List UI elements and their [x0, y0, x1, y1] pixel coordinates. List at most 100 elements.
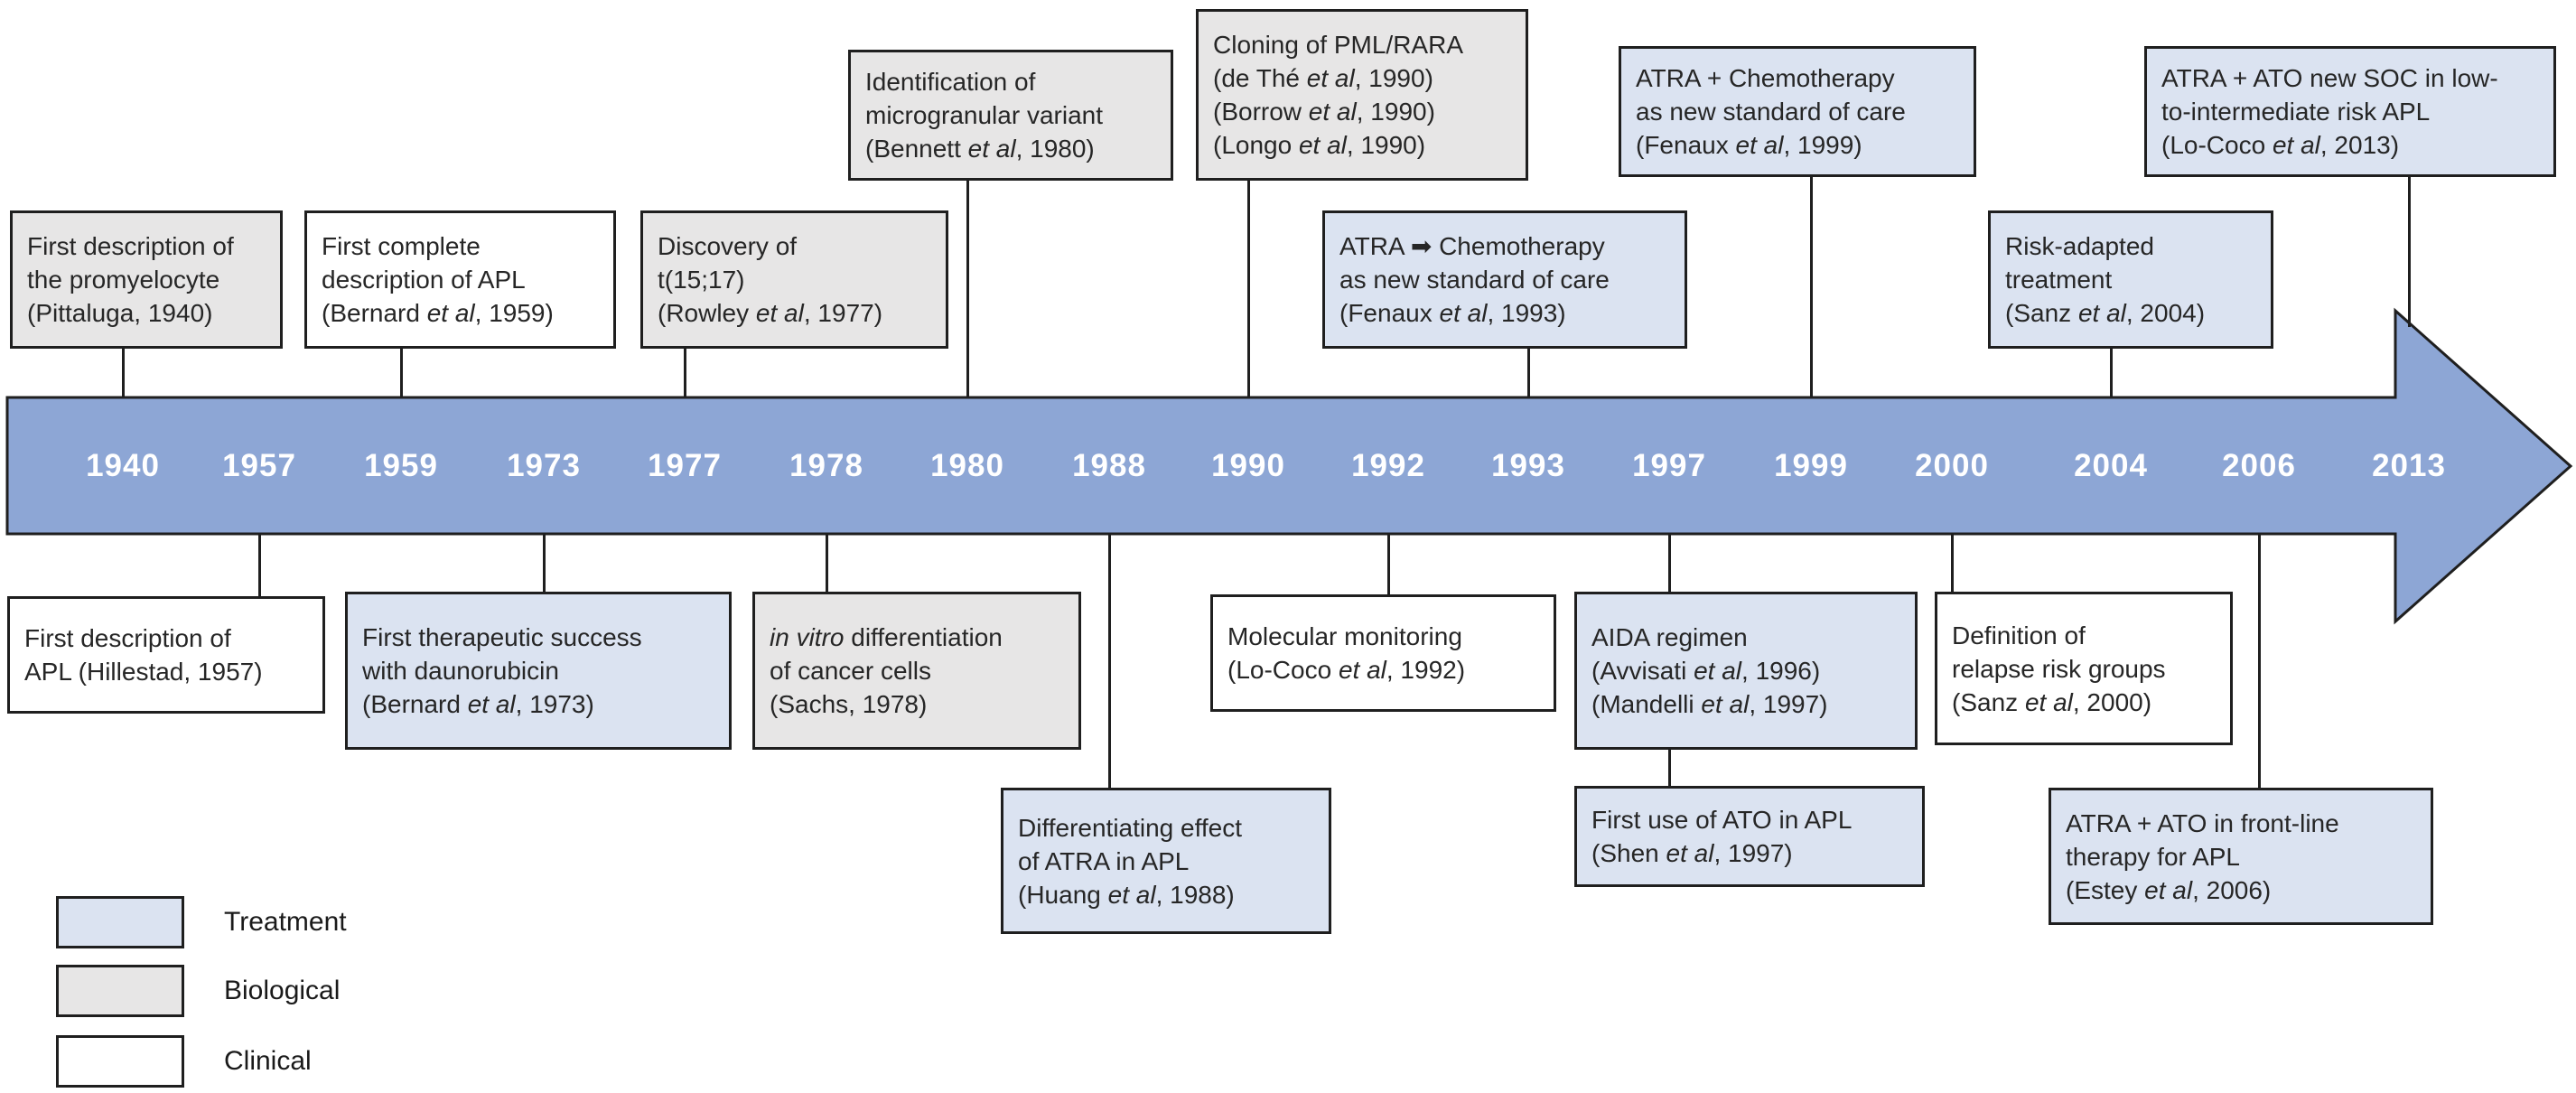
connector-fenaux-1993 [1527, 349, 1530, 397]
connector-hillestad-1957 [258, 534, 261, 596]
event-text-line: therapy for APL [2066, 842, 2241, 871]
legend-label-biological: Biological [224, 976, 341, 1005]
year-label-1957: 1957 [222, 448, 296, 483]
connector-lo-coco-2013 [2408, 177, 2411, 327]
event-text-line: (Lo-Coco et al, 1992) [1227, 656, 1466, 684]
event-text-line: with daunorubicin [362, 657, 559, 685]
year-label-1990: 1990 [1211, 448, 1285, 483]
event-text-line: (Longo et al, 1990) [1213, 131, 1426, 159]
connector-pittaluga-1940 [122, 349, 125, 397]
connector-huang-1988 [1108, 534, 1111, 788]
connector-cloning-pml-rara-1990 [1247, 181, 1250, 397]
connector-daunorubicin-1973 [543, 534, 546, 592]
event-sachs-1978: in vitro differentiation of cancer cells (… [752, 592, 1081, 750]
event-text-line: (Lo-Coco et al, 2013) [2161, 131, 2400, 159]
year-label-1973: 1973 [507, 448, 581, 483]
event-text-line: relapse risk groups [1952, 654, 2166, 683]
year-label-2000: 2000 [1915, 448, 1989, 483]
event-text-line: treatment [2005, 266, 2113, 294]
event-text-line: of ATRA in APL [1018, 846, 1190, 875]
connector-lo-coco-1992 [1387, 534, 1390, 594]
year-label-1997: 1997 [1632, 448, 1706, 483]
event-text-line: in vitro differentiation [770, 623, 1003, 651]
event-text-line: (Pittaluga, 1940) [27, 299, 213, 327]
event-text-line: First use of ATO in APL [1591, 806, 1853, 834]
legend-swatch-clinical [56, 1035, 184, 1088]
event-text-line: (Rowley et al, 1977) [658, 299, 883, 327]
connector-estey-2006 [2258, 534, 2261, 788]
event-text-line: Cloning of PML/RARA [1213, 31, 1464, 59]
event-text-line: First therapeutic success [362, 623, 642, 651]
event-text-line: Risk-adapted [2005, 232, 2154, 260]
event-text-line: to-intermediate risk APL [2161, 98, 2431, 126]
event-text-line: (Sachs, 1978) [770, 690, 928, 718]
event-text-line: (Sanz et al, 2004) [2005, 299, 2206, 327]
year-label-1999: 1999 [1774, 448, 1848, 483]
year-label-1940: 1940 [86, 448, 160, 483]
event-sanz-2004: Risk-adapted treatment (Sanz et al, 2004) [1988, 210, 2273, 349]
event-text-line: as new standard of care [1339, 266, 1610, 294]
event-text-line: (Sanz et al, 2000) [1952, 687, 2152, 716]
event-hillestad-1957: First description of APL (Hillestad, 1957… [7, 596, 325, 714]
event-text-line: (Fenaux et al, 1999) [1636, 131, 1862, 159]
event-aida-regimen: AIDA regimen (Avvisati et al, 1996) (Mande… [1574, 592, 1918, 750]
year-label-1978: 1978 [789, 448, 863, 483]
year-label-1977: 1977 [648, 448, 722, 483]
connector-sanz-2004 [2110, 349, 2113, 397]
event-text-line: First description of [24, 624, 231, 652]
event-text-line: (Estey et al, 2006) [2066, 875, 2272, 904]
legend-label-treatment: Treatment [224, 907, 347, 937]
year-label-2004: 2004 [2074, 448, 2148, 483]
year-label-1980: 1980 [930, 448, 1004, 483]
event-text-line: Identification of [865, 68, 1036, 96]
connector-sachs-1978 [826, 534, 828, 592]
connector-bennett-1980 [966, 181, 969, 397]
connector-shen-1997 [1668, 750, 1671, 786]
event-text-line: (Bernard et al, 1973) [362, 690, 594, 718]
event-text-line: description of APL [322, 266, 526, 294]
event-text-line: ATRA + ATO in front-line [2066, 808, 2339, 837]
event-lo-coco-2013: ATRA + ATO new SOC in low-to-intermediat… [2144, 46, 2556, 177]
event-estey-2006: ATRA + ATO in front-line therapy for APL (… [2049, 788, 2433, 925]
year-label-1993: 1993 [1491, 448, 1565, 483]
event-text-line: of cancer cells [770, 657, 931, 685]
event-text-line: (de Thé et al, 1990) [1213, 64, 1433, 92]
event-text-line: AIDA regimen [1591, 623, 1748, 651]
connector-sanz-2000 [1951, 534, 1954, 592]
event-text-line: APL (Hillestad, 1957) [24, 658, 263, 686]
connector-aida-regimen [1668, 534, 1671, 592]
legend-swatch-biological [56, 965, 184, 1017]
event-text-line: (Mandelli et al, 1997) [1591, 690, 1828, 718]
event-text-line: ATRA + ATO new SOC in low- [2161, 64, 2498, 92]
event-daunorubicin-1973: First therapeutic success with daunorubic… [345, 592, 732, 750]
event-text-line: Differentiating effect [1018, 813, 1243, 842]
year-label-2006: 2006 [2222, 448, 2296, 483]
event-text-line: (Fenaux et al, 1993) [1339, 299, 1566, 327]
year-label-2013: 2013 [2372, 448, 2446, 483]
year-label-1988: 1988 [1072, 448, 1146, 483]
event-text-line: (Borrow et al, 1990) [1213, 98, 1435, 126]
legend-label-clinical: Clinical [224, 1046, 312, 1076]
event-text-line: (Avvisati et al, 1996) [1591, 657, 1821, 685]
event-text-line: (Shen et al, 1997) [1591, 839, 1793, 867]
year-label-1959: 1959 [364, 448, 438, 483]
event-text-line: First complete [322, 232, 481, 260]
legend-swatch-treatment [56, 896, 184, 948]
event-lo-coco-1992: Molecular monitoring(Lo-Coco et al, 1992… [1210, 594, 1556, 712]
connector-rowley-1977 [684, 349, 686, 397]
year-label-1992: 1992 [1351, 448, 1425, 483]
event-text-line: Definition of [1952, 621, 2086, 649]
event-text-line: ATRA + Chemotherapy [1636, 64, 1895, 92]
event-text-line: the promyelocyte [27, 266, 220, 294]
event-cloning-pml-rara-1990: Cloning of PML/RARA (de Thé et al, 1990) (… [1196, 9, 1528, 181]
event-text-line: (Bernard et al, 1959) [322, 299, 554, 327]
event-text-line: t(15;17) [658, 266, 745, 294]
event-text-line: (Bennett et al, 1980) [865, 135, 1095, 163]
